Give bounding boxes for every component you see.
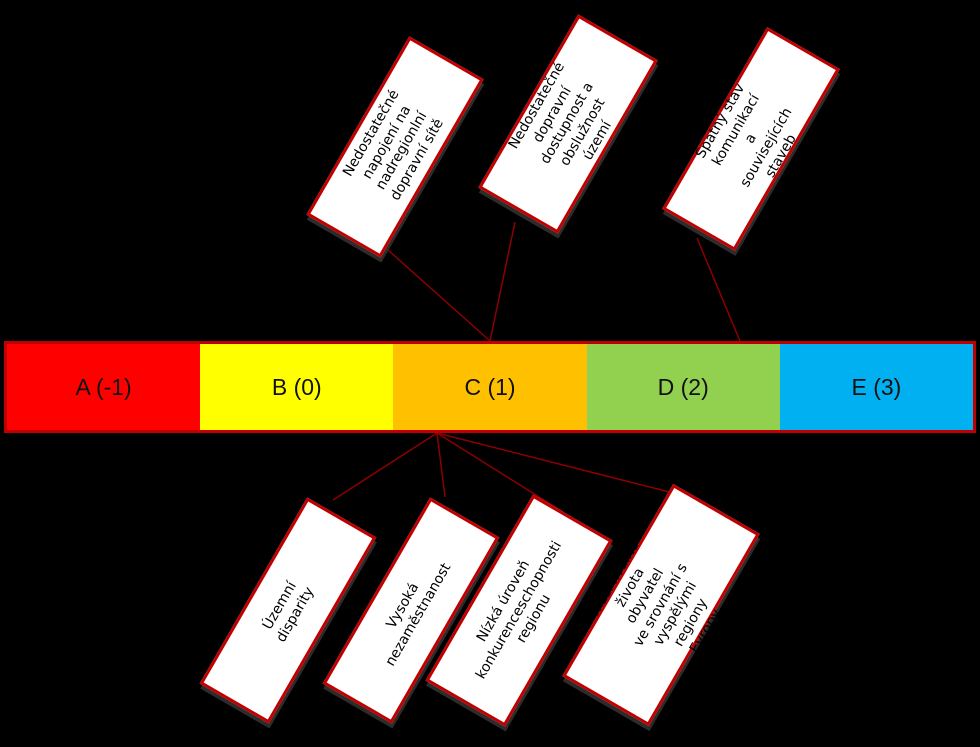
callout-top-1-text: Nedostatečné napojení na nadregionlní do…	[340, 87, 447, 204]
callout-bottom-4: Nižší kvalita života obyvatel ve srovnán…	[562, 483, 760, 727]
scale-segment-b: B (0)	[200, 344, 394, 430]
connector-bottom-2	[436, 432, 446, 498]
scale-segment-e: E (3)	[779, 344, 974, 430]
scale-segment-c: C (1)	[393, 344, 587, 430]
connector-bottom-4	[436, 432, 690, 498]
connector-bottom-1	[332, 432, 438, 501]
callout-top-2: Nedostatečné dopravní dostupnost a obslu…	[478, 14, 658, 234]
callout-top-3: Špatný stav komunikací a souvisejících s…	[662, 27, 840, 251]
scale-bar: A (-1) B (0) C (1) D (2) E (3)	[4, 341, 976, 433]
connector-top-3	[696, 237, 741, 342]
scale-segment-d: D (2)	[586, 344, 780, 430]
connector-top-2	[489, 221, 516, 342]
callout-top-2-text: Nedostatečné dopravní dostupnost a obslu…	[505, 60, 616, 169]
callout-top-1: Nedostatečné napojení na nadregionlní do…	[306, 36, 484, 258]
callout-top-3-text: Špatný stav komunikací a souvisejících s…	[692, 81, 800, 190]
scale-segment-a: A (-1)	[7, 344, 201, 430]
callout-bottom-4-text: Nižší kvalita života obyvatel ve srovnán…	[586, 537, 725, 656]
callout-bottom-1-text: Územní disparity	[259, 578, 318, 645]
connector-top-1	[387, 249, 491, 342]
